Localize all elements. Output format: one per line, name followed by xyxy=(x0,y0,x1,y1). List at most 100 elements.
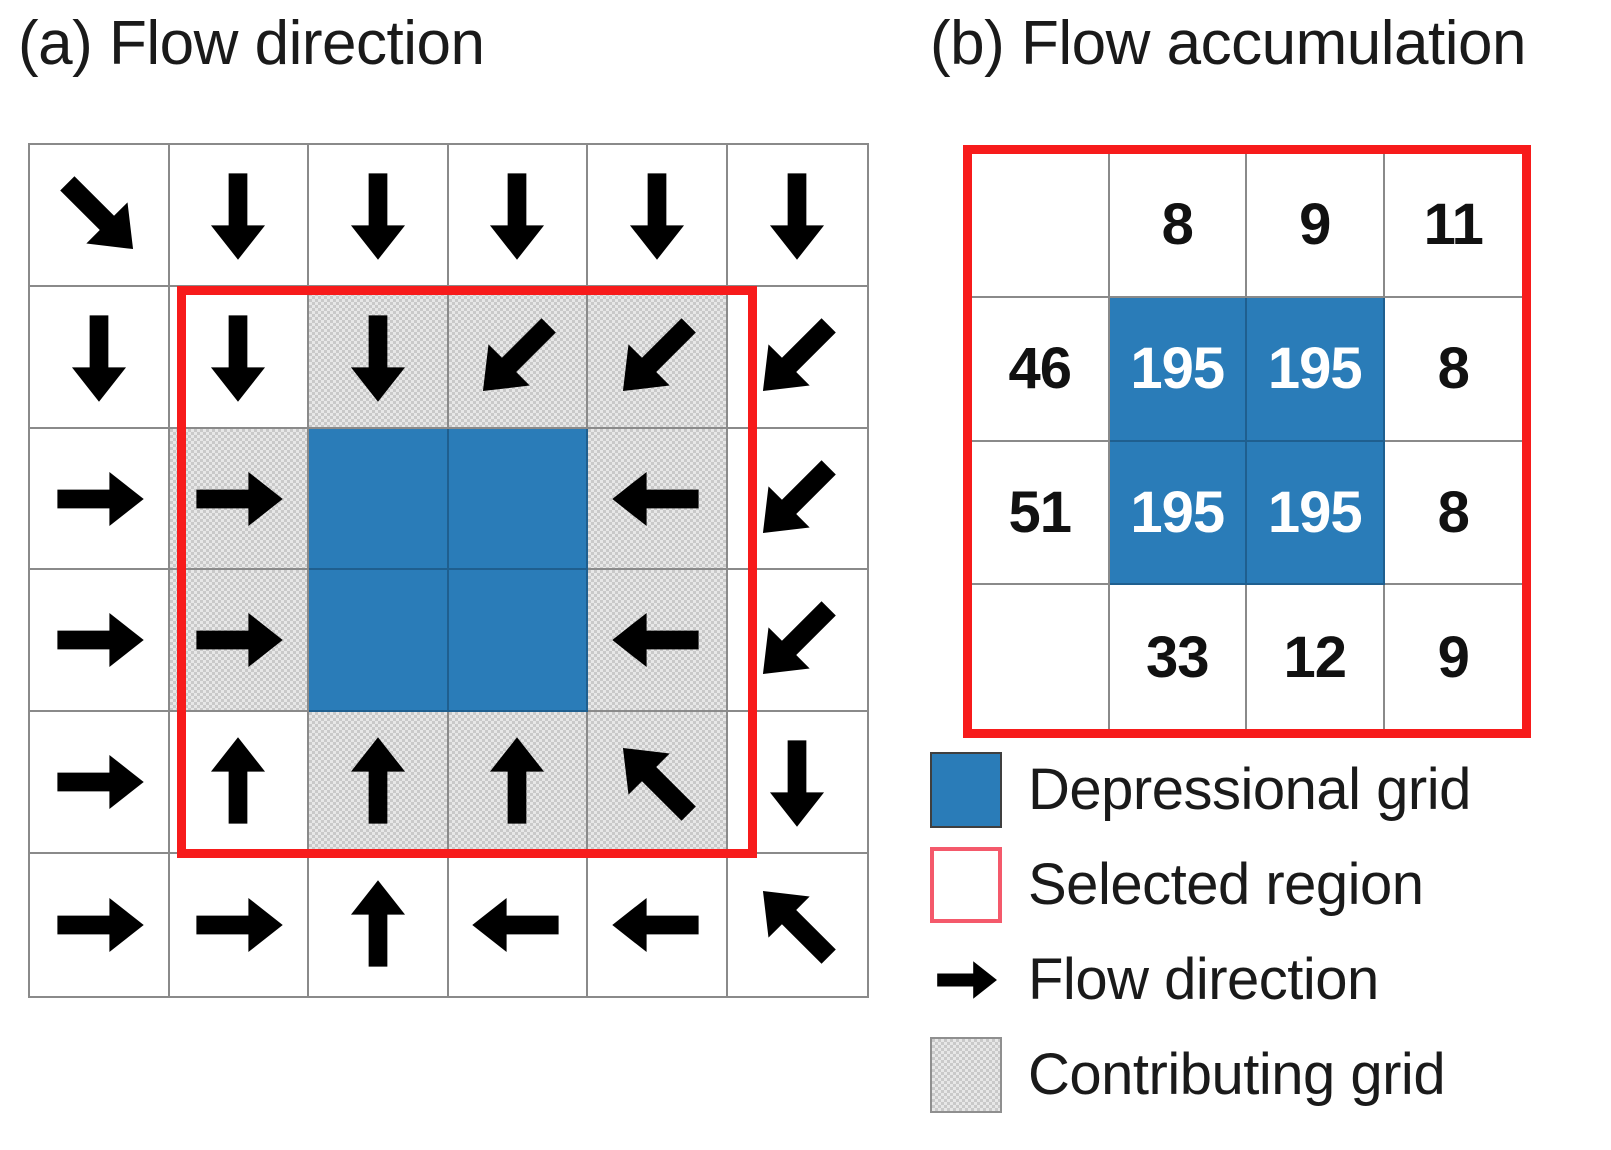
depressional-grid-swatch xyxy=(930,751,1002,828)
flow-cell-r4-c3 xyxy=(309,570,449,713)
arrow-down-icon xyxy=(186,305,290,409)
accum-cell-r2-c2: 195 xyxy=(1109,297,1247,442)
flow-cell-r3-c6 xyxy=(727,428,867,571)
arrow-up-icon xyxy=(465,730,569,834)
accum-cell-r4-c1 xyxy=(972,585,1110,729)
arrow-down-icon xyxy=(745,163,849,267)
arrow-right-icon xyxy=(47,447,151,551)
accum-cell-r1-c3: 9 xyxy=(1247,154,1385,298)
flow-cell-r5-c3 xyxy=(309,712,449,855)
arrow-down-icon xyxy=(186,163,290,267)
accum-cell-r3-c2: 195 xyxy=(1109,441,1247,586)
flow-cell-r3-c2 xyxy=(169,428,309,571)
flow-cell-r3-c3 xyxy=(309,428,449,571)
arrow-up-left-icon xyxy=(741,869,853,981)
arrow-left-icon xyxy=(605,447,709,551)
arrow-right-icon xyxy=(186,588,290,692)
flow-cell-r5-c5 xyxy=(588,712,728,855)
accum-cell-r2-c1: 46 xyxy=(972,297,1110,442)
flow-cell-r6-c1 xyxy=(30,854,170,996)
arrow-up-left-icon xyxy=(601,726,713,838)
flow-cell-r4-c2 xyxy=(169,570,309,713)
flow-cell-r2-c1 xyxy=(30,286,170,429)
flow-cell-r3-c1 xyxy=(30,428,170,571)
arrow-right-icon xyxy=(186,447,290,551)
contributing-grid-swatch xyxy=(930,1036,1002,1113)
accum-cell-r2-c3: 195 xyxy=(1247,297,1385,442)
legend-item-3: Contributing grid xyxy=(930,1027,1600,1122)
selected-region-swatch xyxy=(930,846,1002,923)
flow-cell-r6-c2 xyxy=(169,854,309,996)
accum-cell-r4-c3: 12 xyxy=(1247,585,1385,729)
arrow-right-icon xyxy=(47,730,151,834)
legend-label: Flow direction xyxy=(1028,947,1379,1012)
arrow-left-icon xyxy=(605,873,709,977)
flow-cell-r2-c2 xyxy=(169,286,309,429)
arrow-down-left-icon xyxy=(741,584,853,696)
accum-cell-r2-c4: 8 xyxy=(1384,297,1522,442)
flow-cell-r1-c3 xyxy=(309,145,449,287)
arrow-left-icon xyxy=(605,588,709,692)
flow-cell-r6-c5 xyxy=(588,854,728,996)
flow-cell-r1-c6 xyxy=(727,145,867,287)
arrow-down-icon xyxy=(326,163,430,267)
arrow-down-left-icon xyxy=(741,443,853,555)
arrow-right-icon xyxy=(47,873,151,977)
flow-cell-r1-c1 xyxy=(30,145,170,287)
legend-label: Selected region xyxy=(1028,852,1424,917)
legend-item-1: Selected region xyxy=(930,837,1600,932)
flow-cell-r5-c4 xyxy=(448,712,588,855)
arrow-down-icon xyxy=(465,163,569,267)
accum-cell-r3-c4: 8 xyxy=(1384,441,1522,586)
arrow-left-icon xyxy=(465,873,569,977)
flow-cell-r5-c1 xyxy=(30,712,170,855)
flow-cell-r4-c6 xyxy=(727,570,867,713)
accum-cell-r1-c1 xyxy=(972,154,1110,298)
flow-cell-r3-c5 xyxy=(588,428,728,571)
legend-label: Contributing grid xyxy=(1028,1042,1446,1107)
arrow-down-icon xyxy=(47,305,151,409)
arrow-up-icon xyxy=(326,873,430,977)
arrow-right-icon xyxy=(930,942,1002,1018)
accum-cell-r3-c3: 195 xyxy=(1247,441,1385,586)
arrow-down-left-icon xyxy=(741,301,853,413)
arrow-right-icon xyxy=(47,588,151,692)
flow-cell-r5-c6 xyxy=(727,712,867,855)
arrow-down-icon xyxy=(745,730,849,834)
legend-item-2: Flow direction xyxy=(930,932,1600,1027)
accum-cell-r1-c2: 8 xyxy=(1109,154,1247,298)
flow-cell-r6-c4 xyxy=(448,854,588,996)
arrow-down-left-icon xyxy=(601,301,713,413)
legend-label: Depressional grid xyxy=(1028,757,1471,822)
flow-cell-r2-c3 xyxy=(309,286,449,429)
legend-item-0: Depressional grid xyxy=(930,742,1600,837)
flow-cell-r4-c5 xyxy=(588,570,728,713)
accum-cell-r4-c2: 33 xyxy=(1109,585,1247,729)
accum-cell-r3-c1: 51 xyxy=(972,441,1110,586)
flow-cell-r5-c2 xyxy=(169,712,309,855)
flow-cell-r4-c4 xyxy=(448,570,588,713)
arrow-down-left-icon xyxy=(461,301,573,413)
arrow-up-icon xyxy=(186,730,290,834)
flow-cell-r2-c5 xyxy=(588,286,728,429)
flow-cell-r6-c6 xyxy=(727,854,867,996)
flow-cell-r6-c3 xyxy=(309,854,449,996)
arrow-down-right-icon xyxy=(43,159,155,271)
flow-cell-r4-c1 xyxy=(30,570,170,713)
flow-cell-r3-c4 xyxy=(448,428,588,571)
flow-direction-grid xyxy=(28,143,869,998)
accum-cell-r1-c4: 11 xyxy=(1384,154,1522,298)
flow-cell-r1-c4 xyxy=(448,145,588,287)
arrow-right-icon xyxy=(186,873,290,977)
flow-cell-r2-c4 xyxy=(448,286,588,429)
flow-cell-r1-c2 xyxy=(169,145,309,287)
accum-cell-r4-c4: 9 xyxy=(1384,585,1522,729)
flow-cell-r2-c6 xyxy=(727,286,867,429)
panel-b-title: (b) Flow accumulation xyxy=(930,9,1526,78)
flow-cell-r1-c5 xyxy=(588,145,728,287)
arrow-down-icon xyxy=(326,305,430,409)
panel-a-title: (a) Flow direction xyxy=(18,9,485,78)
